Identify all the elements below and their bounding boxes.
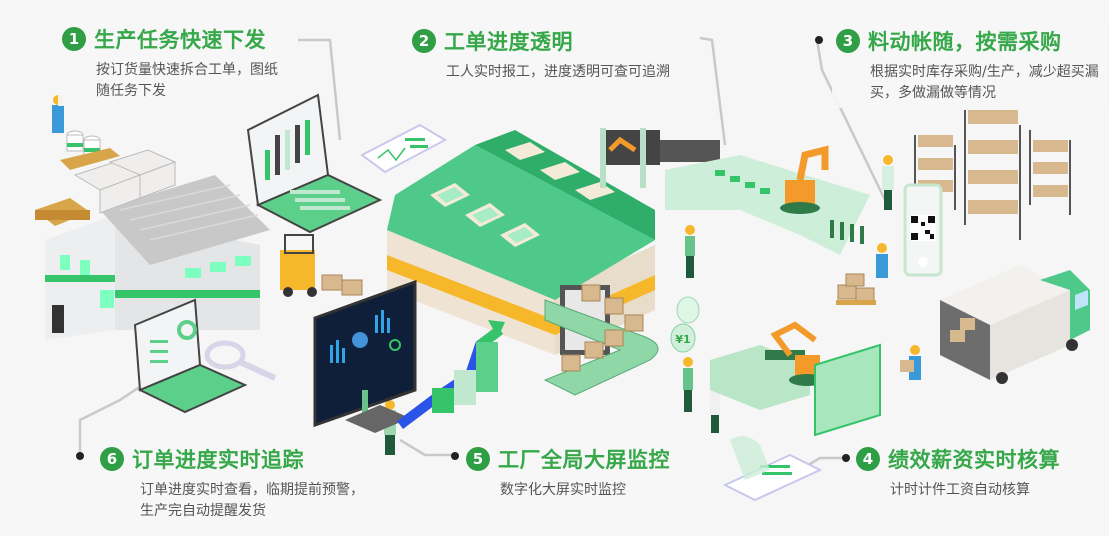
feature-title: 生产任务快速下发 [94,28,266,52]
feature-title: 工厂全局大屏监控 [498,448,670,472]
connector-dot-5 [451,452,459,460]
feature-big-screen-monitoring: 5 工厂全局大屏监控 数字化大屏实时监控 [462,442,676,505]
pallet-boxes-icon [836,273,876,305]
feature-description: 工人实时报工，进度透明可查可追溯 [446,64,670,80]
feature-description: 按订货量快速拆合工单，图纸随任务下发 [96,62,278,99]
feature-description: 订单进度实时查看，临期提前预警，生产完自动提醒发货 [140,482,364,519]
forklift-icon [280,234,363,297]
tracking-laptop-icon [133,298,277,414]
delivery-truck-icon [940,265,1090,384]
feature-inventory-purchasing: 3 料动帐随，按需采购 根据实时库存采购/生产，减少超买漏买，多做漏做等情况 [832,24,1106,108]
svg-text:¥1: ¥1 [675,333,690,346]
feature-title: 料动帐随，按需采购 [868,30,1062,54]
connector-dot-3 [815,36,823,44]
feature-work-order-progress: 2 工单进度透明 工人实时报工，进度透明可查可追溯 [408,24,676,87]
feature-description: 数字化大屏实时监控 [500,482,626,498]
feature-title: 订单进度实时追踪 [132,448,304,472]
feature-description: 根据实时库存采购/生产，减少超买漏买，多做漏做等情况 [870,64,1099,101]
feature-number-badge: 5 [466,447,490,471]
laptop-chart-icon [246,93,383,234]
workers-icon [384,155,921,455]
feature-number-badge: 1 [62,27,86,51]
growth-arrow-icon [397,320,505,429]
dashboard-screen-icon [313,279,417,433]
feature-order-tracking: 6 订单进度实时追踪 订单进度实时查看，临期提前预警，生产完自动提醒发货 [96,442,376,526]
feature-title: 工单进度透明 [444,30,573,54]
warehouse-shelves-icon [914,110,1071,240]
material-stacks-icon [35,95,177,226]
feature-number-badge: 4 [856,447,880,471]
feature-number-badge: 2 [412,29,436,53]
production-line-icon [600,128,870,255]
feature-number-badge: 6 [100,447,124,471]
connector-lines [78,36,887,472]
feature-title: 绩效薪资实时核算 [888,448,1060,472]
qr-code-phone-icon [903,183,943,277]
connector-dot-6 [76,452,84,460]
feature-task-dispatch: 1 生产任务快速下发 按订货量快速拆合工单，图纸随任务下发 [58,22,292,106]
payroll-machine-icon [710,321,881,437]
feature-payroll-calculation: 4 绩效薪资实时核算 计时计件工资自动核算 [852,442,1066,505]
feature-description: 计时计件工资自动核算 [890,482,1030,498]
connector-dot-4 [842,454,850,462]
payroll-phone-icon [722,436,823,502]
coins-icon: ¥1 [670,296,700,353]
phone-report-icon [360,123,448,174]
feature-number-badge: 3 [836,29,860,53]
conveyor-boxes-icon [543,284,659,396]
